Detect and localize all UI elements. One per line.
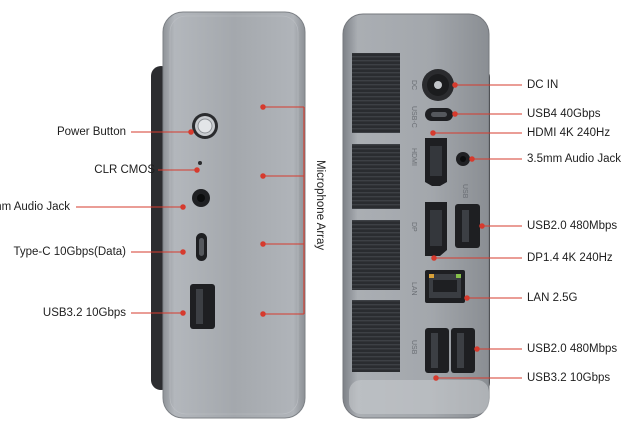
- port-label-dp: DP: [410, 222, 417, 232]
- label-lan: LAN 2.5G: [527, 292, 578, 304]
- power-button-shape: [192, 113, 218, 139]
- label-usb4: USB4 40Gbps: [527, 108, 601, 120]
- label-usb20-bottom: USB2.0 480Mbps: [527, 343, 618, 355]
- rear-view: [342, 13, 490, 419]
- label-power-button: Power Button: [56, 126, 126, 138]
- label-dc-in: DC IN: [527, 79, 559, 91]
- label-audio-jack-rear: 3.5mm Audio Jack: [527, 153, 621, 165]
- label-typec-front: Type-C 10Gbps(Data): [13, 246, 127, 258]
- port-label-usbsmall: USB: [461, 184, 468, 199]
- label-clr-cmos: CLR CMOS: [94, 164, 155, 176]
- port-label-usb: USB: [410, 340, 417, 355]
- front-view: [151, 11, 306, 419]
- label-usb32-front: USB3.2 10Gbps: [42, 307, 126, 319]
- label-dp: DP1.4 4K 240Hz: [527, 252, 613, 264]
- label-hdmi: HDMI 4K 240Hz: [527, 127, 611, 139]
- label-audio-jack-front: 3.5mm Audio Jack: [0, 201, 70, 213]
- port-label-dc: DC: [410, 80, 417, 90]
- port-label-lan: LAN: [410, 282, 417, 296]
- port-label-usbc: USB-C: [410, 106, 417, 128]
- label-microphone-array: Microphone Array: [314, 160, 326, 251]
- rear-port-labels: DC USB-C HDMI DP USB LAN USB: [410, 80, 468, 355]
- port-label-hdmi: HDMI: [410, 148, 417, 166]
- label-usb32-rear: USB3.2 10Gbps: [527, 372, 611, 384]
- label-usb20-top: USB2.0 480Mbps: [527, 220, 618, 232]
